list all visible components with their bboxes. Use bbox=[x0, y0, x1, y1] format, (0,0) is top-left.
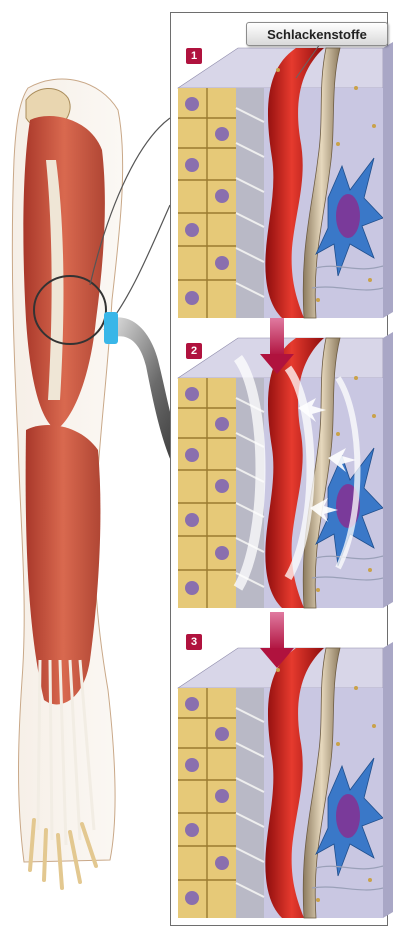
tissue-block-step-3 bbox=[177, 641, 394, 919]
forearm-muscle bbox=[25, 424, 101, 705]
forearm-tendons bbox=[36, 659, 96, 846]
step-badge-1: 1 bbox=[186, 48, 202, 64]
step-number: 2 bbox=[190, 345, 198, 357]
upper-arm-muscle bbox=[23, 115, 105, 431]
step-badge-2: 2 bbox=[186, 343, 202, 359]
down-arrow-1-to-2 bbox=[260, 318, 294, 374]
callout-label-schlackenstoffe: Schlackenstoffe bbox=[246, 22, 388, 46]
tissue-block-step-1 bbox=[177, 41, 394, 319]
probe-tip bbox=[104, 312, 118, 344]
step-number: 1 bbox=[190, 50, 198, 62]
step-number: 3 bbox=[190, 636, 198, 648]
ultrasound-waves bbox=[233, 355, 361, 591]
arm-illustration bbox=[11, 78, 124, 890]
zoom-connector-upper bbox=[89, 117, 171, 286]
down-arrow-2-to-3 bbox=[260, 612, 294, 668]
magnify-circle bbox=[33, 275, 107, 345]
hand-bones bbox=[28, 818, 98, 890]
treatment-probe bbox=[106, 317, 190, 476]
tissue-block-step-2 bbox=[177, 331, 394, 609]
flow-arrows bbox=[298, 398, 356, 522]
step-badge-3: 3 bbox=[186, 634, 202, 650]
callout-text: Schlackenstoffe bbox=[267, 26, 367, 42]
callout-pointer bbox=[295, 43, 321, 79]
